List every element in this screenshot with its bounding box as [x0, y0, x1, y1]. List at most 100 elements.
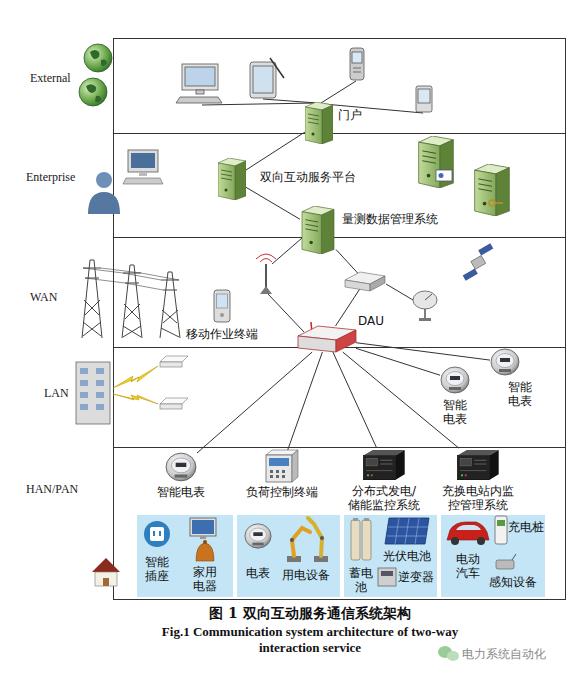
home-device-icon-part	[192, 520, 214, 534]
terminal-device-icon-part	[353, 72, 361, 73]
node-label: 量测数据管理系统	[342, 212, 438, 226]
network-link	[333, 352, 377, 448]
lan-icon-part	[96, 392, 104, 398]
wan-equipment-icon-part	[370, 276, 385, 291]
network-link	[356, 343, 490, 360]
wan-equipment-icon-part	[463, 268, 478, 280]
load-terminal-icon-part	[269, 458, 289, 466]
network-link	[343, 352, 459, 448]
house-icon	[92, 558, 120, 586]
label-box: 电表	[246, 566, 270, 580]
load-terminal-icon-part	[276, 470, 279, 473]
smart-meter-icon-part	[441, 367, 469, 393]
mobile-terminal-icon-part	[217, 294, 228, 308]
terminal-device-icon-part	[418, 89, 430, 103]
terminal-device-icon-part	[352, 52, 362, 63]
terminal-device-icon-part	[185, 67, 215, 86]
label-box: 用电设备	[282, 568, 330, 582]
globe-icon-part	[90, 50, 107, 66]
dau-router-icon	[298, 322, 356, 352]
lan-icon-part	[96, 404, 104, 410]
globe-icon-part	[79, 78, 107, 106]
home-device-icon-part	[144, 521, 170, 547]
label-box: 智能电表	[507, 380, 533, 408]
charging-device-icon-part	[451, 537, 459, 545]
server-icon-part	[302, 206, 334, 254]
consumption-device-icon-part	[290, 538, 294, 542]
consumption-device-icon	[245, 518, 328, 562]
charging-device-icon-part	[495, 516, 507, 544]
charging-device-icon	[447, 516, 516, 569]
load-terminal-icon-part	[282, 470, 285, 473]
terminal-device-icon-part	[350, 48, 364, 80]
node-label: 电表	[246, 566, 270, 580]
watermark-icon-part	[447, 651, 459, 661]
node-label: 移动作业终端	[186, 327, 258, 341]
power-tower-icon-part	[83, 268, 179, 290]
enterprise-icon-part	[436, 170, 452, 181]
layer-name: LAN	[44, 386, 69, 401]
enterprise-icon-part	[88, 192, 120, 214]
house-icon-part	[103, 578, 109, 586]
label-box: 量测数据管理系统	[342, 212, 438, 226]
power-tower-icon-part	[82, 260, 102, 338]
node-label: 智能电表	[507, 380, 533, 408]
generation-device-icon-part	[387, 518, 428, 544]
layer-name: HAN/PAN	[26, 482, 78, 497]
node-label: 逆变器	[398, 570, 434, 584]
node-label: 光伏电池	[383, 549, 431, 563]
label-box: 家用电器	[192, 565, 218, 593]
node-label: 智能插座	[144, 555, 170, 583]
load-terminal-icon	[266, 450, 298, 482]
node-label: 电动汽车	[455, 552, 481, 580]
lan-icon-part	[76, 362, 110, 424]
node-label: 负荷控制终端	[246, 485, 318, 499]
terminal-device-icon-part	[270, 58, 284, 78]
label-box: 感知设备	[489, 575, 537, 589]
label-box: 智能电表	[157, 485, 205, 499]
layer-frame-part	[113, 133, 566, 134]
generation-device-icon-part	[364, 518, 369, 521]
enterprise-icon	[88, 136, 509, 216]
smart-meter-icon-part	[491, 349, 519, 375]
lan-icon-part	[80, 368, 88, 374]
network-link	[197, 352, 312, 453]
terminal-device-icon	[176, 48, 432, 112]
lan-icon-part	[96, 380, 104, 386]
enterprise-icon-part	[439, 173, 444, 178]
consumption-device-icon-part	[292, 528, 310, 556]
layer-name: External	[30, 71, 71, 86]
wan-equipment-icon-part	[471, 256, 486, 270]
label-box: 分布式发电/储能监控系统	[348, 484, 420, 512]
network-link	[246, 132, 305, 170]
lan-icon-part	[160, 404, 182, 409]
network-link	[288, 352, 323, 450]
generation-device-icon-part	[381, 571, 393, 576]
layer-frame-part	[113, 447, 566, 448]
lan-icon-part	[113, 366, 158, 388]
house-icon-part	[95, 572, 117, 586]
lan-icon-part	[80, 380, 88, 386]
label-box: 门户	[338, 108, 362, 122]
terminal-device-icon-part	[196, 90, 204, 94]
server-icon-part	[218, 158, 246, 200]
lan-icon-part	[113, 394, 158, 404]
node-label: 感知设备	[489, 575, 537, 589]
load-terminal-icon-part	[266, 455, 292, 482]
home-device-icon-part	[190, 518, 216, 536]
lan-icon-part	[160, 362, 182, 367]
label-box: 蓄电池	[348, 566, 374, 594]
terminal-device-icon-part	[182, 64, 218, 90]
label-box: 智能电表	[442, 398, 468, 426]
lan-icon-part	[80, 404, 88, 410]
load-terminal-icon-part	[270, 475, 273, 478]
enterprise-icon-part	[139, 172, 147, 176]
lan-icon-part	[96, 368, 104, 374]
charging-device-icon-part	[497, 520, 505, 526]
charging-device-icon-part	[496, 560, 514, 569]
network-wire	[202, 81, 423, 332]
wan-equipment-icon-part	[478, 243, 493, 255]
node-label: DAU	[358, 314, 384, 328]
node-label: 蓄电池	[348, 566, 374, 594]
